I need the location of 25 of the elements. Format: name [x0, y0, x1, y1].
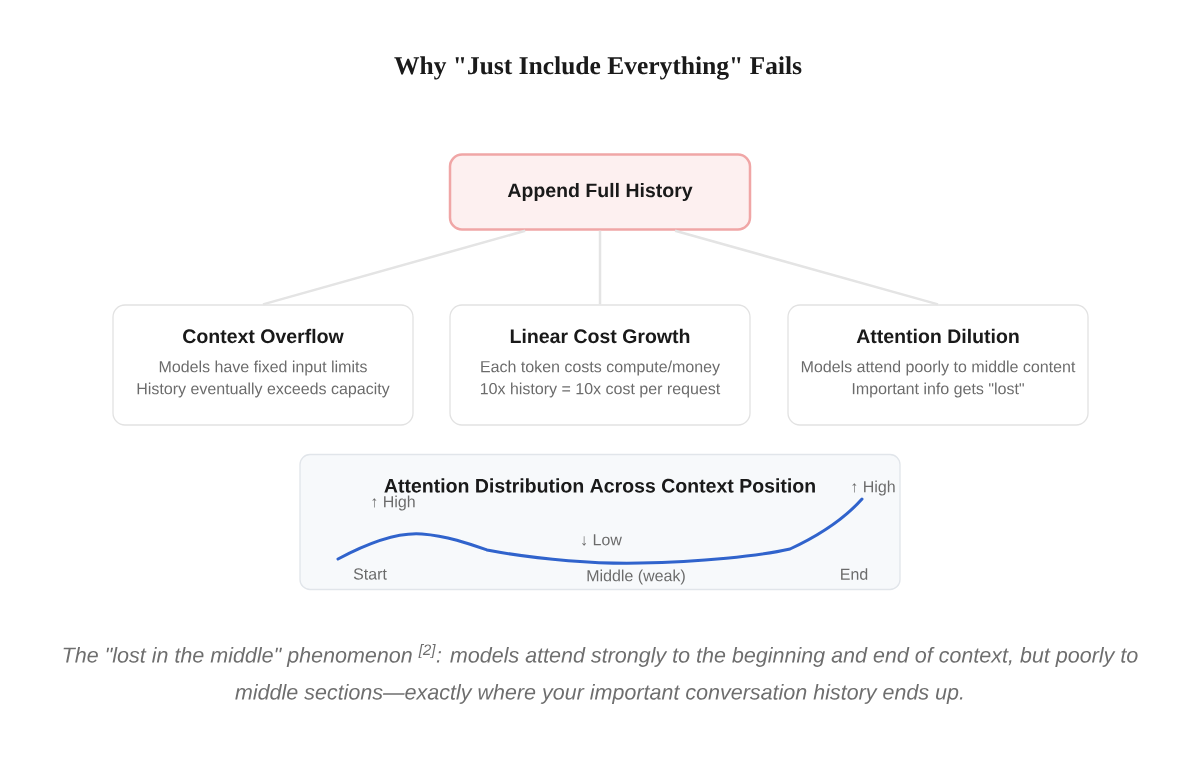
card-text: Models attend poorly to middle content	[801, 360, 1076, 376]
connector-line	[674, 229, 939, 306]
level-label: ↑ High	[852, 480, 895, 496]
card-title: Attention Dilution	[856, 328, 1019, 344]
card-title: Linear Cost Growth	[510, 328, 690, 344]
card-text: Models have fixed input limits	[159, 360, 367, 376]
chart-panel	[299, 453, 901, 591]
card-text: Important info gets "lost"	[852, 382, 1024, 398]
card	[112, 304, 414, 426]
card-text: History eventually exceeds capacity	[137, 382, 390, 398]
diagram-title: Why "Just Include Everything" Fails	[394, 56, 802, 80]
card-title: Context Overflow	[183, 328, 344, 344]
axis-label: Middle (weak)	[587, 569, 685, 585]
card	[449, 304, 751, 426]
chart-title: Attention Distribution Across Context Position	[384, 478, 815, 493]
level-label: ↑ High	[372, 495, 415, 511]
card	[787, 304, 1089, 426]
axis-label: Start	[353, 568, 387, 580]
axis-label: End	[841, 568, 868, 580]
level-label: ↓ Low	[582, 534, 622, 546]
process-box: Append Full History	[448, 153, 752, 231]
card-text: 10x history = 10x cost per request	[480, 382, 721, 398]
card-text: Each token costs compute/money	[481, 360, 720, 376]
caption: The "lost in the middle" phenomenon $^{[2]}$: models attend strongly to the beginning and end of context, but poorly to middle sections—exactly where your important conversation history ends up.	[63, 644, 1138, 704]
connector-line	[262, 229, 526, 306]
